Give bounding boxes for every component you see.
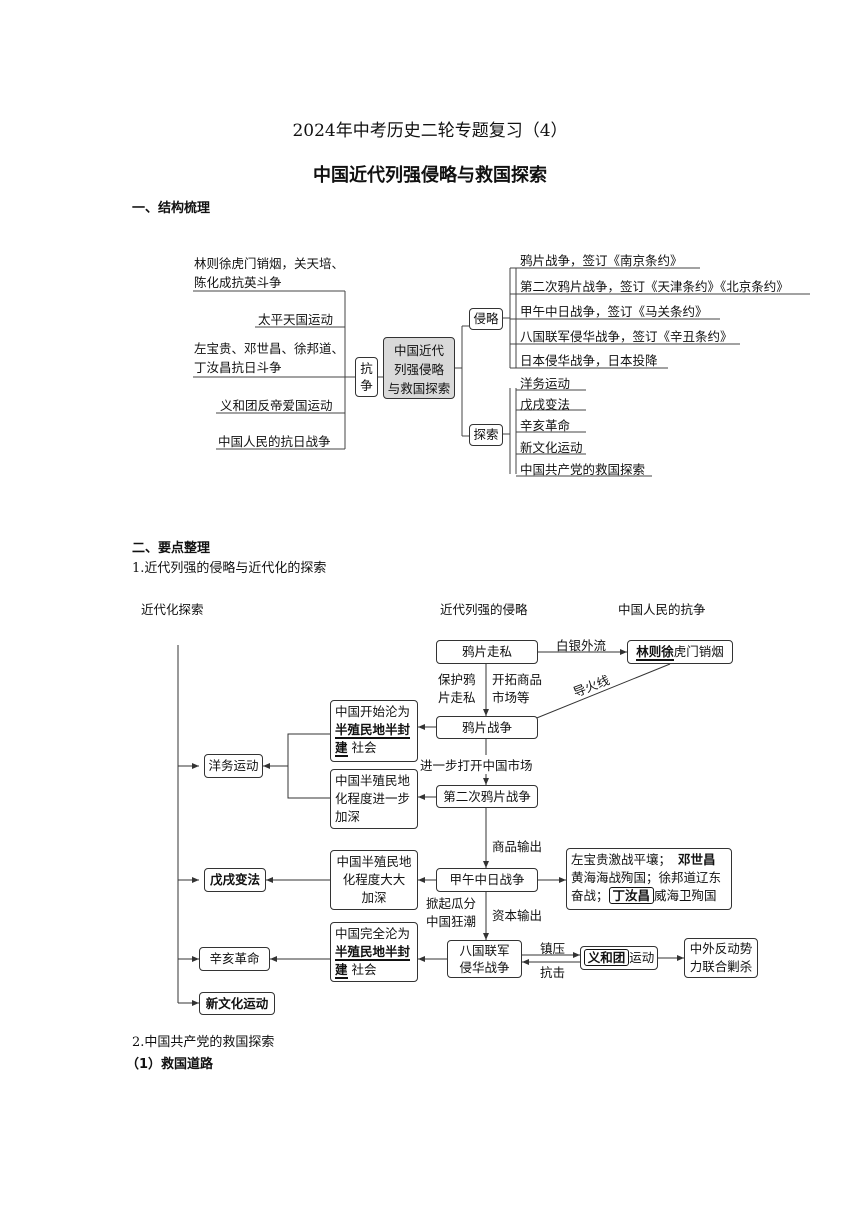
- mindmap-explore-node: 探索: [469, 424, 503, 446]
- node-eight-nation: 八国联军侵华战争: [447, 940, 522, 978]
- node-yangwu: 洋务运动: [204, 754, 263, 778]
- explore-item-4: 新文化运动: [520, 440, 583, 455]
- col-modern-header: 近代化探索: [141, 602, 204, 617]
- node-second-opium-war: 第二次鸦片战争: [436, 785, 538, 808]
- node-resist-box: 左宝贵激战平壤； 邓世昌 黄海海战殉国；徐邦道辽东 奋战；丁汝昌威海卫殉国: [566, 848, 732, 910]
- mindmap-center-node: 中国近代列强侵略与救国探索: [383, 337, 455, 399]
- invade-item-2: 第二次鸦片战争，签订《天津条约》《北京条约》: [520, 279, 789, 294]
- node-sino-japanese-war: 甲午中日战争: [436, 868, 538, 892]
- subheading-1: 1.近代列强的侵略与近代化的探索: [132, 561, 327, 576]
- label-protect-smuggle: 保护鸦片走私: [438, 672, 476, 705]
- explore-item-2: 戊戌变法: [520, 397, 571, 412]
- mindmap-left-item-boxer: 义和团反帝爱国运动: [220, 398, 333, 413]
- label-suppress: 镇压: [540, 941, 566, 956]
- subheading-2: 2.中国共产党的救国探索: [132, 1035, 275, 1050]
- explore-item-1: 洋务运动: [520, 376, 571, 391]
- mindmap-left-item-zuo: 左宝贵、邓世昌、徐邦道、丁汝昌抗日斗争: [194, 341, 345, 375]
- explore-item-5: 中国共产党的救国探索: [520, 462, 646, 477]
- node-opium-war: 鸦片战争: [436, 716, 538, 739]
- mindmap-left-item-lin: 林则徐虎门销烟，关天培、陈化成抗英斗争: [194, 256, 345, 290]
- mindmap-resist-node: 抗争: [355, 357, 378, 397]
- node-lin-zexu: 林则徐虎门销烟: [627, 640, 733, 664]
- subheading-2-1: （1）救国道路: [126, 1057, 214, 1072]
- node-semi-colonial-3: 中国半殖民地化程度大大加深: [330, 850, 418, 910]
- label-further-open: 进一步打开中国市场: [420, 755, 533, 774]
- label-fight: 抗击: [540, 965, 566, 980]
- col-invasion-header: 近代列强的侵略: [440, 602, 528, 617]
- doc-subtitle: 中国近代列强侵略与救国探索: [313, 165, 547, 186]
- node-alliance: 中外反动势力联合剿杀: [684, 938, 758, 978]
- doc-title: 2024年中考历史二轮专题复习（4）: [292, 121, 568, 141]
- label-capital-export: 资本输出: [492, 908, 543, 923]
- invade-item-1: 鸦片战争，签订《南京条约》: [520, 253, 683, 268]
- node-wuxu: 戊戌变法: [204, 868, 266, 892]
- explore-item-3: 辛亥革命: [520, 418, 571, 433]
- node-new-culture: 新文化运动: [199, 992, 275, 1015]
- mindmap-invade-node: 侵略: [469, 308, 503, 330]
- node-semi-colonial-4: 中国完全沦为 半殖民地半封 建 社会: [330, 922, 418, 982]
- label-goods-export: 商品输出: [492, 839, 543, 854]
- mindmap-left-item-antijap: 中国人民的抗日战争: [218, 434, 331, 449]
- invade-item-5: 日本侵华战争，日本投降: [520, 353, 658, 368]
- node-opium-smuggle: 鸦片走私: [436, 640, 538, 664]
- node-xinhai: 辛亥革命: [199, 947, 270, 971]
- node-semi-colonial-1: 中国开始沦为 半殖民地半封 建 社会: [330, 700, 418, 762]
- invade-item-3: 甲午中日战争，签订《马关条约》: [520, 304, 708, 319]
- section-heading-2: 二、要点整理: [132, 541, 211, 556]
- node-boxer: 义和团运动: [580, 946, 658, 970]
- node-semi-colonial-2: 中国半殖民地化程度进一步加深: [330, 769, 418, 829]
- invade-item-4: 八国联军侵华战争，签订《辛丑条约》: [520, 329, 733, 344]
- col-resist-header: 中国人民的抗争: [618, 602, 706, 617]
- label-expand-market: 开拓商品市场等: [492, 672, 543, 705]
- label-silver-outflow: 白银外流: [556, 638, 607, 653]
- mindmap-left-item-taiping: 太平天国运动: [258, 312, 334, 327]
- label-partition: 掀起瓜分中国狂潮: [426, 896, 477, 929]
- section-heading-1: 一、结构梳理: [132, 201, 211, 216]
